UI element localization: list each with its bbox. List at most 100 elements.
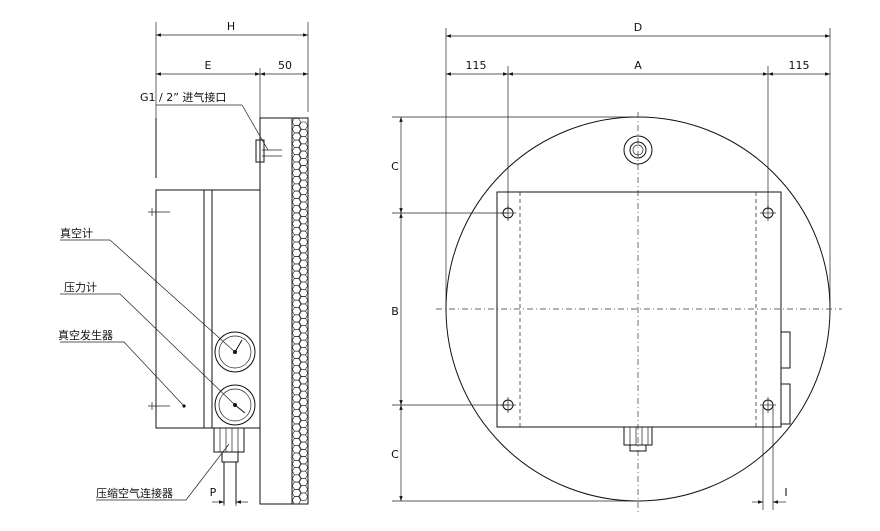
honeycomb-cell xyxy=(298,361,309,370)
dimension-vertical-c-b-c: C B C xyxy=(391,116,638,502)
honeycomb-cell xyxy=(298,201,309,210)
honeycomb-cell xyxy=(291,474,302,483)
dim-115-right-label: 115 xyxy=(789,59,810,72)
callout-vacuum-generator: 真空发生器 xyxy=(58,328,186,408)
compressed-air-connector xyxy=(213,427,245,504)
dim-p-label: P xyxy=(210,486,217,499)
honeycomb-cell xyxy=(291,205,302,214)
honeycomb-cell xyxy=(291,212,302,221)
dimension-i: I xyxy=(752,405,788,510)
honeycomb-cell xyxy=(298,267,309,276)
honeycomb-cell xyxy=(298,339,309,348)
mounting-plate xyxy=(259,117,293,505)
honeycomb-cell xyxy=(298,274,309,283)
honeycomb-cell xyxy=(298,216,309,225)
honeycomb-cell xyxy=(291,270,302,279)
side-gauge-stub-bottom xyxy=(780,383,791,425)
honeycomb-cell xyxy=(291,328,302,337)
honeycomb-cell xyxy=(298,347,309,356)
honeycomb-cell xyxy=(298,310,309,319)
honeycomb-cell xyxy=(298,434,309,443)
honeycomb-cell xyxy=(291,314,302,323)
side-gauge-stub-top xyxy=(780,331,791,369)
honeycomb-cell xyxy=(291,336,302,345)
honeycomb-cell xyxy=(291,401,302,410)
honeycomb-cell xyxy=(298,368,309,377)
honeycomb-cell xyxy=(291,154,302,163)
label-vacuum-gauge: 真空计 xyxy=(60,226,93,240)
callout-pressure-gauge: 压力计 xyxy=(60,281,236,406)
honeycomb-cell xyxy=(291,307,302,316)
honeycomb-cell xyxy=(291,169,302,177)
honeycomb-cell xyxy=(298,252,309,261)
honeycomb-cell xyxy=(291,176,302,185)
honeycomb-cell xyxy=(291,190,302,199)
vacuum-gauge xyxy=(214,331,256,373)
front-view: D 115 A 115 xyxy=(391,21,842,512)
honeycomb-cell xyxy=(298,456,309,465)
honeycomb-cell xyxy=(291,183,302,192)
honeycomb-cell xyxy=(291,198,302,206)
honeycomb-cell xyxy=(291,227,302,236)
honeycomb-cell xyxy=(298,288,309,297)
label-inlet: G1 / 2” 进气接口 xyxy=(140,90,226,104)
dim-50-label: 50 xyxy=(278,59,292,72)
label-compressed-air: 压缩空气连接器 xyxy=(96,486,173,500)
honeycomb-cell xyxy=(291,430,302,439)
honeycomb-foam xyxy=(291,117,309,505)
dim-a-label: A xyxy=(634,59,642,72)
honeycomb-cell xyxy=(291,365,302,374)
honeycomb-cell xyxy=(291,234,302,243)
callout-vacuum-gauge: 真空计 xyxy=(60,226,236,353)
dimension-p: P xyxy=(210,486,248,506)
dim-115-left-label: 115 xyxy=(466,59,487,72)
honeycomb-cell xyxy=(298,419,309,428)
honeycomb-cell xyxy=(291,408,302,417)
dim-c-top-label: C xyxy=(391,160,399,173)
honeycomb-cell xyxy=(298,296,309,305)
honeycomb-cell xyxy=(298,223,309,232)
label-pressure-gauge: 压力计 xyxy=(64,281,97,294)
honeycomb-cell xyxy=(298,143,309,152)
honeycomb-cell xyxy=(291,147,302,155)
honeycomb-cell xyxy=(298,390,309,399)
honeycomb-cell xyxy=(291,350,302,359)
dim-i-label: I xyxy=(784,486,787,499)
honeycomb-cell xyxy=(291,394,302,403)
dimension-a-row: 115 A 115 xyxy=(446,59,830,210)
honeycomb-cell xyxy=(298,441,309,450)
honeycomb-cell xyxy=(298,158,309,166)
label-vacuum-generator: 真空发生器 xyxy=(58,328,113,342)
honeycomb-cell xyxy=(291,459,302,468)
honeycomb-cell xyxy=(298,281,309,290)
honeycomb-cell xyxy=(298,238,309,246)
rectangular-mounting-plate xyxy=(496,191,782,428)
honeycomb-cell xyxy=(291,256,302,265)
honeycomb-cell xyxy=(291,387,302,396)
honeycomb-cell xyxy=(291,416,302,425)
honeycomb-cell xyxy=(291,219,302,228)
honeycomb-cell xyxy=(298,121,309,130)
dim-d-label: D xyxy=(634,21,642,34)
honeycomb-cell xyxy=(298,383,309,392)
honeycomb-cell xyxy=(291,139,302,148)
honeycomb-cell xyxy=(291,445,302,454)
honeycomb-cell xyxy=(298,136,309,145)
honeycomb-cell xyxy=(298,209,309,217)
honeycomb-cell xyxy=(291,125,302,134)
top-port xyxy=(623,135,653,165)
honeycomb-cell xyxy=(298,470,309,479)
dim-c-bottom-label: C xyxy=(391,448,399,461)
honeycomb-cell xyxy=(291,467,302,476)
honeycomb-cell xyxy=(291,263,302,272)
side-view: H E 50 xyxy=(58,20,309,506)
honeycomb-cell xyxy=(298,405,309,414)
callout-compressed-air: 压缩空气连接器 xyxy=(96,443,230,501)
honeycomb-cell xyxy=(291,132,302,141)
honeycomb-cell xyxy=(298,150,309,159)
honeycomb-cell xyxy=(298,230,309,239)
honeycomb-cell xyxy=(298,303,309,312)
honeycomb-cell xyxy=(298,259,309,268)
callout-inlet: G1 / 2” 进气接口 xyxy=(140,90,269,151)
